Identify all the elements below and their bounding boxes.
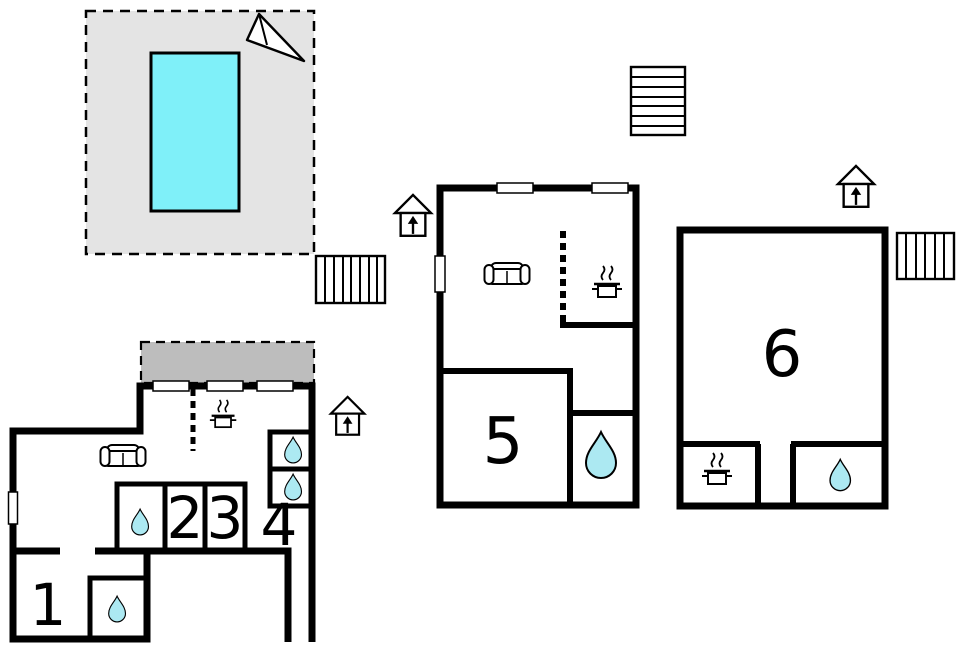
stairs-right-steps [905, 233, 945, 279]
water-drop-icon [284, 436, 303, 464]
house-terrace [139, 340, 316, 385]
stairs-middle-steps [324, 256, 378, 303]
window [591, 182, 629, 194]
stairs-top [629, 65, 687, 137]
stairs-middle-left [314, 254, 387, 305]
window [7, 491, 19, 525]
stairs-right [895, 231, 956, 281]
sofa-icon [99, 444, 147, 467]
room-label-1: 1 [30, 571, 67, 639]
stove-icon [208, 398, 238, 429]
building5-interior-walls [440, 322, 637, 505]
entrance-icon [836, 164, 876, 208]
building14-interior-walls [87, 429, 316, 642]
north-arrow-fold [258, 13, 268, 46]
entrance-icon [329, 395, 366, 436]
window [434, 255, 446, 293]
room-label-2: 2 [167, 484, 204, 552]
building-1-4: 1 2 3 4 [7, 380, 316, 643]
building-6: 6 [676, 226, 889, 510]
window [206, 380, 244, 392]
room-label-6: 6 [762, 318, 803, 392]
water-drop-icon [108, 595, 127, 623]
room-label-4: 4 [261, 491, 298, 559]
building-5: 5 [434, 182, 640, 509]
north-arrow-icon [245, 12, 306, 63]
window [256, 380, 294, 392]
building6-outline [676, 226, 889, 510]
water-drop-icon [131, 508, 150, 536]
stairs-top-box [629, 65, 687, 137]
entrance-icon [393, 193, 433, 237]
room-label-3: 3 [207, 484, 244, 552]
pool-terrace-group [84, 9, 316, 256]
stairs-top-steps [631, 76, 685, 127]
sofa-icon [483, 262, 531, 285]
building6-interior-walls [677, 441, 888, 505]
room-label-5: 5 [483, 405, 524, 479]
window [496, 182, 534, 194]
swimming-pool [149, 51, 241, 213]
window [152, 380, 190, 392]
